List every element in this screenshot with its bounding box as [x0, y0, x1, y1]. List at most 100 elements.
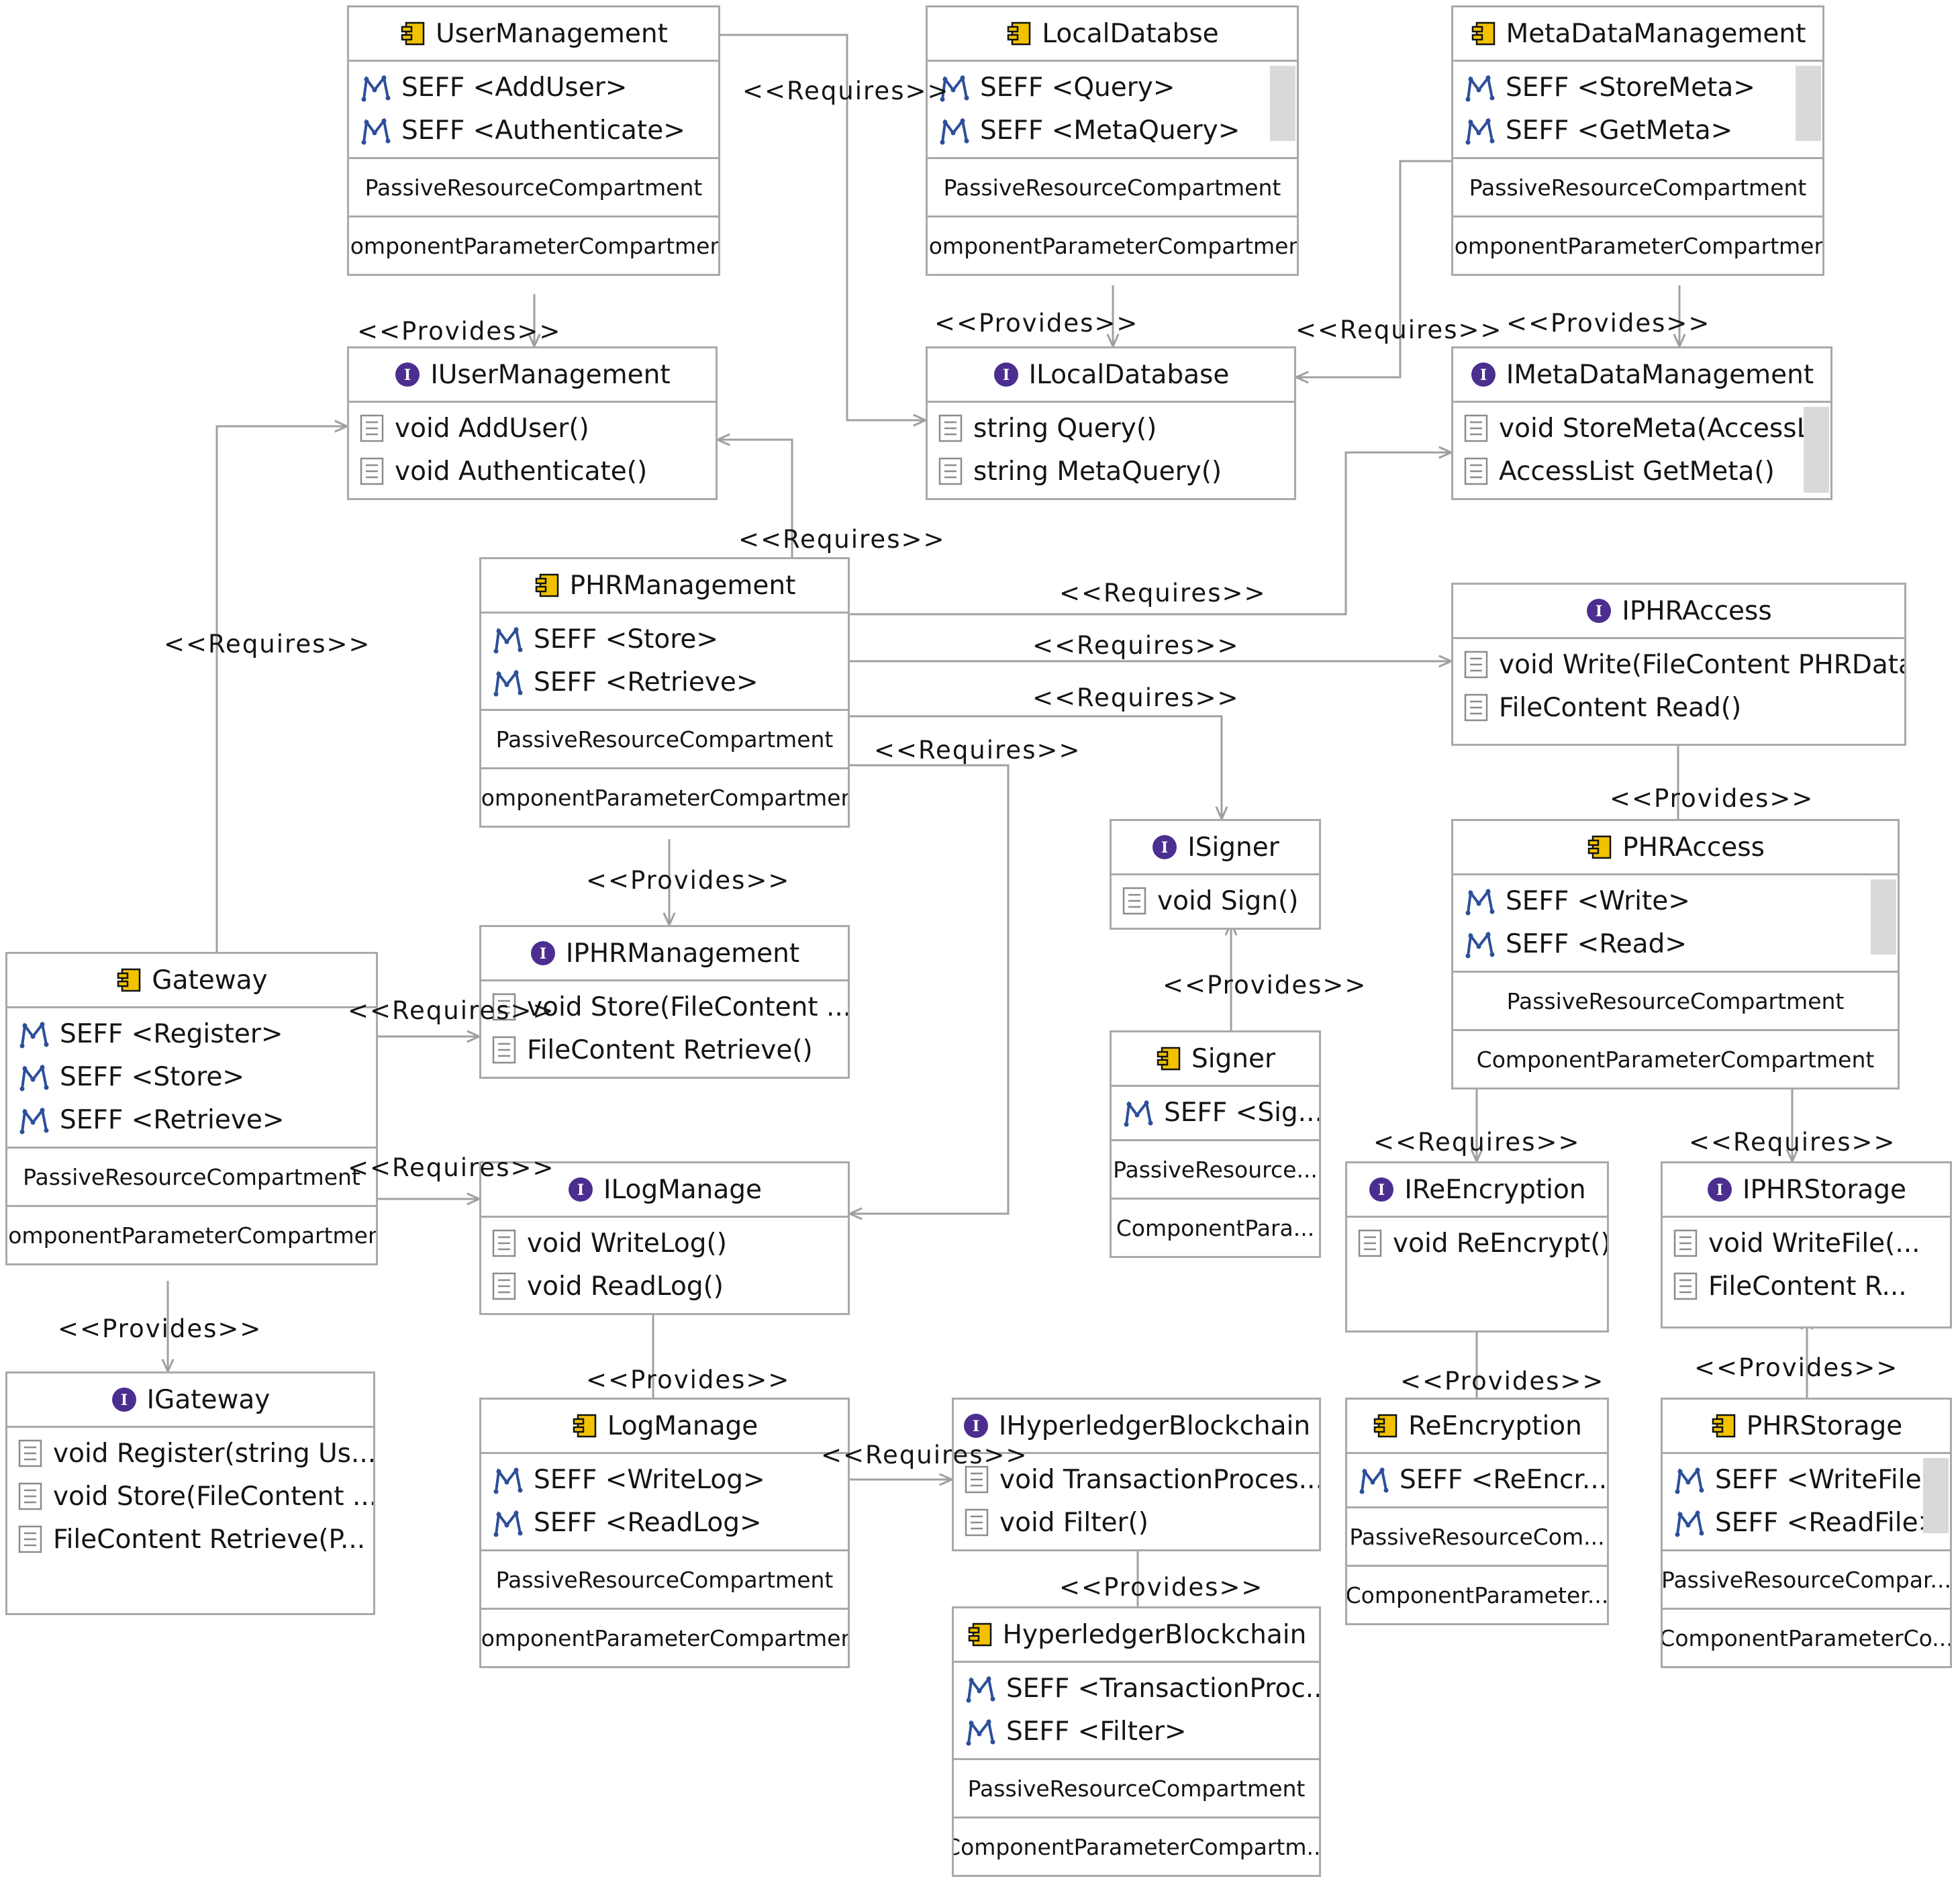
- interface-header[interactable]: I ISigner: [1112, 821, 1319, 873]
- component-header[interactable]: Gateway: [7, 954, 376, 1006]
- component-parameter-compartment[interactable]: ComponentParameter...: [1347, 1565, 1607, 1623]
- component-header[interactable]: HyperledgerBlockchain: [954, 1608, 1319, 1661]
- connector-requires-user-management-to-i-local-database[interactable]: [720, 34, 926, 422]
- passive-resource-compartment[interactable]: PassiveResourceCompartment: [349, 157, 718, 215]
- interface-header[interactable]: I IPHRManagement: [481, 927, 848, 979]
- connector-requires-phr-management-to-i-signer[interactable]: [850, 715, 1223, 819]
- operation-item[interactable]: void ReEncrypt(): [1347, 1222, 1607, 1265]
- passive-resource-compartment[interactable]: PassiveResourceCompartment: [7, 1147, 376, 1205]
- component-parameter-compartment[interactable]: ComponentParameterCompartment: [928, 215, 1297, 274]
- operation-item[interactable]: void Store(FileContent ...: [7, 1475, 373, 1518]
- component-parameter-compartment[interactable]: ComponentPara...: [1112, 1198, 1319, 1256]
- component-metadata-management[interactable]: MetaDataManagement SEFF <StoreMeta> SEFF…: [1451, 5, 1824, 276]
- component-phr-access[interactable]: PHRAccess SEFF <Write> SEFF <Read>Passiv…: [1451, 819, 1900, 1089]
- passive-resource-compartment[interactable]: PassiveResourceCompartment: [481, 1549, 848, 1608]
- seff-item[interactable]: SEFF <Read>: [1453, 922, 1898, 965]
- interface-header[interactable]: I IReEncryption: [1347, 1163, 1607, 1216]
- seff-item[interactable]: SEFF <Store>: [7, 1055, 376, 1098]
- component-parameter-compartment[interactable]: ComponentParameterCompartm...: [954, 1817, 1319, 1875]
- interface-header[interactable]: I IHyperledgerBlockchain: [954, 1400, 1319, 1452]
- component-header[interactable]: ReEncryption: [1347, 1400, 1607, 1452]
- component-hyperledger-blockchain[interactable]: HyperledgerBlockchain SEFF <TransactionP…: [952, 1606, 1321, 1877]
- interface-header[interactable]: I ILocalDatabase: [928, 348, 1294, 401]
- component-re-encryption[interactable]: ReEncryption SEFF <ReEncr... PassiveResou…: [1345, 1398, 1609, 1625]
- interface-i-log-manage[interactable]: I ILogManage void WriteLog() void ReadLo…: [479, 1161, 850, 1315]
- seff-item[interactable]: SEFF <AddUser>: [349, 66, 718, 109]
- seff-item[interactable]: SEFF <Sig...: [1112, 1091, 1319, 1134]
- component-local-databse[interactable]: LocalDatabse SEFF <Query> SEFF <MetaQuer…: [926, 5, 1299, 276]
- operation-item[interactable]: void Register(string Us...: [7, 1432, 373, 1475]
- seff-item[interactable]: SEFF <TransactionProc...: [954, 1667, 1319, 1710]
- seff-item[interactable]: SEFF <Retrieve>: [7, 1098, 376, 1141]
- component-parameter-compartment[interactable]: ComponentParameterCompartment: [481, 767, 848, 826]
- seff-item[interactable]: SEFF <GetMeta>: [1453, 109, 1822, 152]
- interface-i-metadata-management[interactable]: I IMetaDataManagement void StoreMeta(Acc…: [1451, 346, 1832, 500]
- seff-item[interactable]: SEFF <Authenticate>: [349, 109, 718, 152]
- seff-item[interactable]: SEFF <ReadFile>: [1663, 1501, 1950, 1544]
- operation-item[interactable]: void ReadLog(): [481, 1265, 848, 1308]
- operation-item[interactable]: void WriteFile(...: [1663, 1222, 1950, 1265]
- seff-item[interactable]: SEFF <WriteFile>: [1663, 1458, 1950, 1501]
- seff-item[interactable]: SEFF <StoreMeta>: [1453, 66, 1822, 109]
- passive-resource-compartment[interactable]: PassiveResourceCom...: [1347, 1506, 1607, 1565]
- seff-item[interactable]: SEFF <MetaQuery>: [928, 109, 1297, 152]
- component-header[interactable]: Signer: [1112, 1032, 1319, 1085]
- connector-requires-gateway-to-i-user-management[interactable]: [215, 425, 347, 952]
- seff-item[interactable]: SEFF <WriteLog>: [481, 1458, 848, 1501]
- seff-item[interactable]: SEFF <Query>: [928, 66, 1297, 109]
- connector-requires-phr-management-to-i-metadata-management[interactable]: [850, 451, 1451, 616]
- compartment-scrollbar[interactable]: [1270, 66, 1295, 141]
- operation-item[interactable]: string MetaQuery(): [928, 450, 1294, 493]
- passive-resource-compartment[interactable]: PassiveResource...: [1112, 1139, 1319, 1198]
- seff-item[interactable]: SEFF <ReEncr...: [1347, 1458, 1607, 1501]
- passive-resource-compartment[interactable]: PassiveResourceCompartment: [481, 709, 848, 767]
- component-header[interactable]: MetaDataManagement: [1453, 7, 1822, 60]
- operation-item[interactable]: AccessList GetMeta(): [1453, 450, 1830, 493]
- interface-i-local-database[interactable]: I ILocalDatabase string Query() string M…: [926, 346, 1296, 500]
- seff-item[interactable]: SEFF <Store>: [481, 618, 848, 661]
- seff-item[interactable]: SEFF <Register>: [7, 1012, 376, 1055]
- interface-i-phr-management[interactable]: I IPHRManagement void Store(FileContent …: [479, 925, 850, 1079]
- component-header[interactable]: LogManage: [481, 1400, 848, 1452]
- operation-item[interactable]: void AddUser(): [349, 407, 716, 450]
- passive-resource-compartment[interactable]: PassiveResourceCompar...: [1663, 1549, 1950, 1608]
- seff-item[interactable]: SEFF <Filter>: [954, 1710, 1319, 1753]
- component-signer[interactable]: Signer SEFF <Sig... PassiveResource...Com…: [1110, 1030, 1321, 1258]
- interface-header[interactable]: I IMetaDataManagement: [1453, 348, 1830, 401]
- operation-item[interactable]: FileContent Retrieve(P...: [7, 1518, 373, 1561]
- component-parameter-compartment[interactable]: ComponentParameterCompartment: [1453, 215, 1822, 274]
- compartment-scrollbar[interactable]: [1796, 66, 1821, 141]
- seff-item[interactable]: SEFF <Retrieve>: [481, 661, 848, 704]
- component-user-management[interactable]: UserManagement SEFF <AddUser> SEFF <Auth…: [347, 5, 720, 276]
- interface-i-phr-access[interactable]: I IPHRAccess void Write(FileContent PHRD…: [1451, 583, 1906, 746]
- interface-header[interactable]: I IGateway: [7, 1373, 373, 1426]
- operation-item[interactable]: string Query(): [928, 407, 1294, 450]
- interface-i-re-encryption[interactable]: I IReEncryption void ReEncrypt(): [1345, 1161, 1609, 1333]
- component-phr-storage[interactable]: PHRStorage SEFF <WriteFile> SEFF <ReadFi…: [1661, 1398, 1952, 1668]
- operation-item[interactable]: FileContent Read(): [1453, 686, 1904, 729]
- operation-item[interactable]: void WriteLog(): [481, 1222, 848, 1265]
- component-header[interactable]: UserManagement: [349, 7, 718, 60]
- interface-i-phr-storage[interactable]: I IPHRStorage void WriteFile(... FileCon…: [1661, 1161, 1952, 1328]
- operation-item[interactable]: void Authenticate(): [349, 450, 716, 493]
- component-parameter-compartment[interactable]: ComponentParameterCompartment: [7, 1205, 376, 1263]
- connector-requires-phr-management-to-i-log-manage[interactable]: [850, 764, 1010, 1215]
- passive-resource-compartment[interactable]: PassiveResourceCompartment: [1453, 157, 1822, 215]
- operation-item[interactable]: void Write(FileContent PHRData): [1453, 643, 1904, 686]
- connector-requires-metadata-management-to-i-local-database[interactable]: [1296, 160, 1451, 379]
- component-phr-management[interactable]: PHRManagement SEFF <Store> SEFF <Retriev…: [479, 557, 850, 828]
- operation-item[interactable]: void Filter(): [954, 1501, 1319, 1544]
- operation-item[interactable]: void Store(FileContent ...: [481, 985, 848, 1028]
- component-header[interactable]: PHRAccess: [1453, 821, 1898, 873]
- operation-item[interactable]: void Sign(): [1112, 879, 1319, 922]
- interface-i-user-management[interactable]: I IUserManagement void AddUser() void Au…: [347, 346, 718, 500]
- interface-i-signer[interactable]: I ISigner void Sign(): [1110, 819, 1321, 930]
- passive-resource-compartment[interactable]: PassiveResourceCompartment: [928, 157, 1297, 215]
- component-log-manage[interactable]: LogManage SEFF <WriteLog> SEFF <ReadLog>…: [479, 1398, 850, 1668]
- interface-header[interactable]: I IPHRStorage: [1663, 1163, 1950, 1216]
- interface-header[interactable]: I IUserManagement: [349, 348, 716, 401]
- component-parameter-compartment[interactable]: ComponentParameterCo...: [1663, 1608, 1950, 1666]
- operation-item[interactable]: void TransactionProces...: [954, 1458, 1319, 1501]
- operation-item[interactable]: FileContent R...: [1663, 1265, 1950, 1308]
- component-parameter-compartment[interactable]: ComponentParameterCompartment: [1453, 1029, 1898, 1087]
